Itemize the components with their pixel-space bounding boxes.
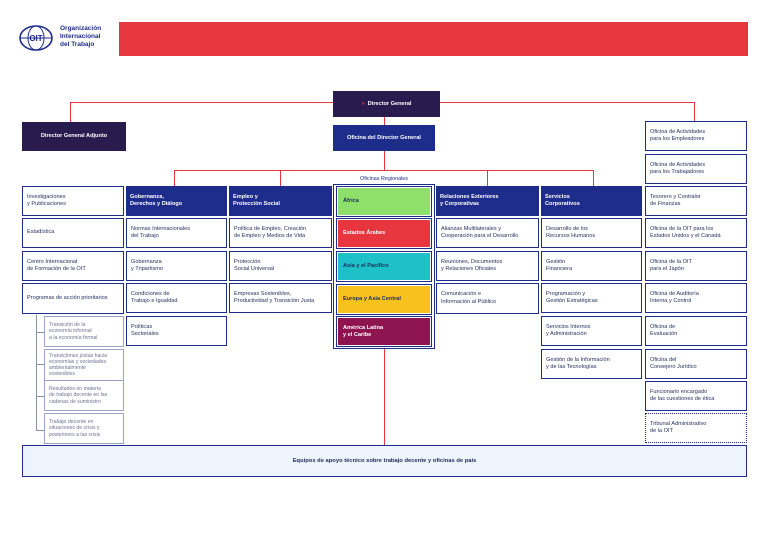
servicios-unit-box[interactable]: Desarrollo de los Recursos Humanos <box>541 218 642 248</box>
adjunto-box[interactable]: Director General Adjunto <box>22 122 126 151</box>
servicios-header[interactable]: Servicios Corporativos <box>541 186 642 216</box>
servicios-unit-box[interactable]: Gestión de la Información y de las Tecno… <box>541 349 642 379</box>
region-box[interactable]: África <box>336 186 432 217</box>
right-unit-box[interactable]: Oficina de Evaluación <box>645 316 747 346</box>
connector <box>174 170 593 171</box>
footer-label: Equipos de apoyo técnico sobre trabajo d… <box>292 458 477 464</box>
bracket-line <box>36 430 44 431</box>
relaciones-unit-box[interactable]: Reuniones, Documentos y Relaciones Ofici… <box>436 251 539 281</box>
priority-program-box[interactable]: Transiciones justas hacia economías y so… <box>44 349 124 381</box>
connector <box>593 170 594 186</box>
oficina-dg-label: Oficina del Director General <box>347 134 421 141</box>
regions-frame <box>333 184 435 349</box>
region-box[interactable]: Europa y Asia Central <box>336 284 432 315</box>
org-name: Organización Internacional del Trabajo <box>60 25 102 48</box>
bracket-line <box>36 315 37 431</box>
region-box[interactable]: Estados Árabes <box>336 218 432 249</box>
empleo-unit-box[interactable]: Empresas Sostenibles, Productividad y Tr… <box>229 283 332 313</box>
globe-icon: OIT <box>19 25 53 51</box>
oficinas-regionales-label: Oficinas Regionales <box>360 176 408 182</box>
connector <box>384 348 385 445</box>
right-unit-box[interactable]: Oficina de la OIT para los Estados Unido… <box>645 218 747 248</box>
gobernanza-unit-box[interactable]: Políticas Sectoriales <box>126 316 227 346</box>
connector <box>384 151 385 171</box>
priority-program-box[interactable]: Resultados en materia de trabajo decente… <box>44 380 124 411</box>
connector <box>70 102 333 103</box>
bracket-line <box>36 332 44 333</box>
region-box[interactable]: Asia y el Pacífico <box>336 251 432 282</box>
empleo-header[interactable]: Empleo y Protección Social <box>229 186 332 216</box>
left-unit-box[interactable]: Programas de acción prioritarios <box>22 283 124 314</box>
right-unit-box[interactable]: Oficina de Auditoría Interna y Control <box>645 283 747 313</box>
relaciones-header[interactable]: Relaciones Exteriores y Corporativas <box>436 186 539 216</box>
director-general-label: Director General <box>367 100 412 107</box>
relaciones-unit-box[interactable]: Alianzas Multilaterales y Cooperación pa… <box>436 218 539 248</box>
empleo-unit-box[interactable]: Protección Social Universal <box>229 251 332 281</box>
dg-marker: » <box>361 100 365 107</box>
right-unit-box[interactable]: Tesorero y Contralor de Finanzas <box>645 186 747 216</box>
footer-box[interactable]: Equipos de apoyo técnico sobre trabajo d… <box>22 445 747 477</box>
right-unit-box[interactable]: Oficina de la OIT para el Japón <box>645 251 747 281</box>
right-unit-box[interactable]: Oficina de Actividades para los Trabajad… <box>645 154 747 184</box>
svg-text:OIT: OIT <box>29 34 42 43</box>
left-unit-box[interactable]: Centro Internacional de Formación de la … <box>22 251 124 281</box>
priority-program-box[interactable]: Trabajo decente en situaciones de crisis… <box>44 413 124 444</box>
gobernanza-unit-box[interactable]: Normas Internacionales del Trabajo <box>126 218 227 248</box>
left-unit-box[interactable]: Estadística <box>22 218 124 248</box>
ilo-logo: OIT <box>18 24 54 52</box>
adjunto-label: Director General Adjunto <box>40 133 108 139</box>
relaciones-unit-box[interactable]: Comunicación e Información al Público <box>436 283 539 314</box>
priority-program-box[interactable]: Transición de la economía informal a la … <box>44 316 124 347</box>
empleo-unit-box[interactable]: Política de Empleo, Creación de Empleo y… <box>229 218 332 248</box>
right-unit-box[interactable]: Oficina del Consejero Jurídico <box>645 349 747 379</box>
servicios-unit-box[interactable]: Servicios Internos y Administración <box>541 316 642 346</box>
right-unit-box[interactable]: Tribunal Administrativo de la OIT <box>645 413 747 443</box>
connector <box>440 102 694 103</box>
connector <box>174 170 175 186</box>
connector <box>384 117 385 125</box>
connector <box>487 170 488 186</box>
right-unit-box[interactable]: Funcionario encargado de las cuestiones … <box>645 381 747 411</box>
director-general-box[interactable]: » Director General <box>333 91 440 117</box>
servicios-unit-box[interactable]: Programación y Gestión Estratégicas <box>541 283 642 313</box>
right-unit-box[interactable]: Oficina de Actividades para los Empleado… <box>645 121 747 151</box>
region-box[interactable]: América Latina y el Caribe <box>336 316 432 347</box>
gobernanza-unit-box[interactable]: Gobernanza y Tripartismo <box>126 251 227 281</box>
gobernanza-unit-box[interactable]: Condiciones de Trabajo e Igualdad <box>126 283 227 313</box>
bracket-line <box>36 364 44 365</box>
header-banner <box>119 22 748 56</box>
connector <box>280 170 281 186</box>
left-unit-box[interactable]: Investigaciones y Publicaciones <box>22 186 124 216</box>
connector <box>70 102 71 122</box>
gobernanza-header[interactable]: Gobernanza, Derechos y Diálogo <box>126 186 227 216</box>
bracket-line <box>36 396 44 397</box>
servicios-unit-box[interactable]: Gestión Financiera <box>541 251 642 281</box>
connector <box>694 102 695 122</box>
oficina-dg-box[interactable]: Oficina del Director General <box>333 125 435 151</box>
